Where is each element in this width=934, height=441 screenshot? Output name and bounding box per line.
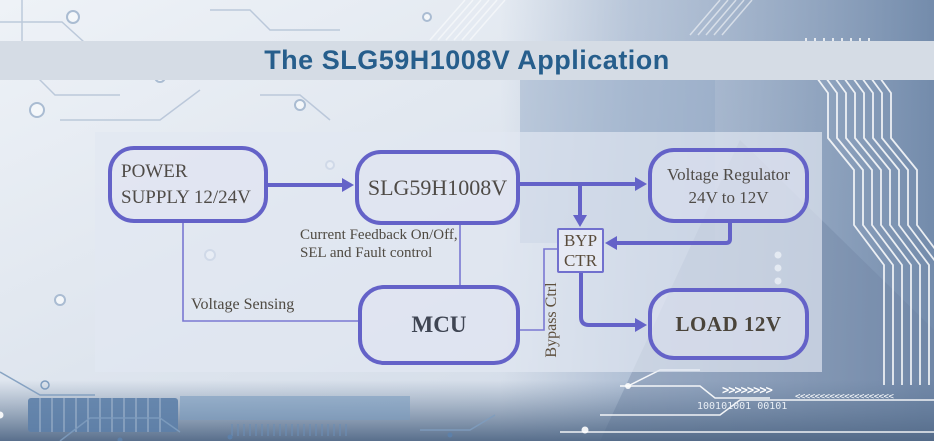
node-load-label: LOAD 12V [675,311,782,336]
node-bypass-control-label-line2: CTR [563,250,598,270]
arrow-vreg-to-byp [605,223,732,250]
page-title: The SLG59H1008V Application [264,45,670,75]
node-bypass-control-label-line1: BYP [563,230,598,250]
arrow-slg-to-vreg [520,177,647,191]
bg-binary-text: 100101001 00101 [697,401,787,412]
wire-voltage-sensing [182,223,358,322]
arrow-power-to-slg [268,178,354,192]
wire-mcu-to-byp [520,248,557,331]
node-voltage-regulator-label-line2: 24V to 12V [688,187,769,207]
node-power-supply: POWER SUPPLY 12/24V [108,146,268,223]
arrow-slg-to-byp [573,184,587,227]
node-slg59h1008v: SLG59H1008V [355,150,520,225]
label-current-feedback-line1: Current Feedback On/Off, [300,227,458,243]
node-voltage-regulator-label-line1: Voltage Regulator [667,164,790,184]
node-slg59h1008v-label: SLG59H1008V [367,174,508,200]
node-bypass-control: BYP CTR [557,228,604,273]
arrow-byp-to-load [579,273,647,332]
diagram-panel [95,132,822,372]
label-bypass-ctrl: Bypass Ctrl [543,282,560,358]
label-voltage-sensing: Voltage Sensing [191,296,295,313]
node-mcu-label: MCU [411,312,467,337]
node-mcu: MCU [358,285,520,365]
bg-chevrons-forward: >>>>>>>> [722,383,773,397]
node-voltage-regulator: Voltage Regulator 24V to 12V [648,148,809,223]
bg-chevrons-back: <<<<<<<<<<<<<<<<<<<< [795,392,894,402]
node-load: LOAD 12V [648,288,809,360]
node-power-supply-label-line2: SUPPLY 12/24V [121,186,251,208]
label-current-feedback: Current Feedback On/Off, SEL and Fault c… [300,226,458,262]
title-band: The SLG59H1008V Application [0,41,934,80]
node-power-supply-label-line1: POWER [121,160,188,182]
label-current-feedback-line2: SEL and Fault control [300,245,433,261]
